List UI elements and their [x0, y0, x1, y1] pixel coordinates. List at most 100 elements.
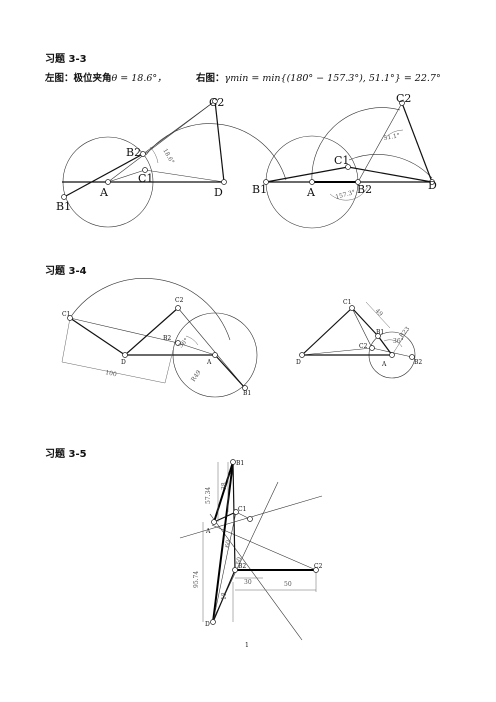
- locus-arc: [348, 154, 433, 179]
- dim-length: 100: [105, 369, 118, 378]
- label-a: A: [99, 186, 109, 199]
- link-c1-b2: [69, 317, 179, 344]
- joint-d: [122, 352, 128, 358]
- joint-a: [211, 519, 217, 525]
- joint-a: [309, 179, 315, 185]
- caption-right-prefix: 右图：: [196, 73, 225, 84]
- link-b1-c2: [63, 153, 144, 198]
- label-c2: C2: [314, 563, 323, 570]
- joint-d: [299, 352, 305, 358]
- link-c1-b1: [351, 307, 379, 337]
- label-b1: B1: [243, 390, 251, 397]
- caption-left-prefix: 左图：极位夹角: [45, 73, 112, 84]
- joint-b2: [140, 151, 146, 157]
- caption-left: 左图：极位夹角θ = 18.6°，: [45, 70, 167, 84]
- link-c1-d: [144, 169, 225, 183]
- joint-d: [221, 179, 227, 185]
- label-b2: B2: [238, 563, 246, 570]
- label-a: A: [381, 361, 387, 368]
- joint-c2: [313, 567, 319, 573]
- link-d-b2: [212, 569, 236, 623]
- dim-49-line: [365, 301, 391, 329]
- dim-top: 49: [374, 307, 384, 317]
- joint-c2: [399, 100, 405, 106]
- link-b1-c1: [265, 166, 349, 183]
- label-b2: B2: [126, 146, 141, 159]
- angle-value: 36°: [393, 338, 404, 345]
- dim-d3: 60: [224, 539, 232, 548]
- label-c2: C2: [209, 96, 224, 109]
- label-b2: B2: [357, 183, 372, 196]
- dim-d7: 50: [284, 581, 292, 588]
- dim-r23-line: [391, 329, 409, 356]
- angle-arc: [383, 339, 403, 348]
- dim-d5: 50: [235, 556, 243, 565]
- link-d-c1: [212, 511, 237, 623]
- label-d: D: [121, 359, 126, 366]
- joint-a: [105, 179, 111, 185]
- link-d-c2: [124, 307, 179, 356]
- link-c2-b1: [177, 307, 246, 389]
- caption-left-formula: θ = 18.6°，: [111, 73, 167, 84]
- label-c2: C2: [175, 297, 184, 304]
- label-c2: C2: [359, 343, 368, 350]
- caption-right-formula: γmin = min{(180° − 157.3°), 51.1°} = 22.…: [224, 73, 441, 84]
- link-c1-c2: [351, 307, 373, 349]
- section-title-3-3: 习题 3-3: [45, 54, 87, 65]
- locus-arc: [69, 278, 231, 341]
- label-c1: C1: [238, 506, 246, 513]
- dim-d8: 18: [221, 592, 228, 600]
- joint-c1: [142, 167, 148, 173]
- link-b2-c2: [357, 102, 403, 183]
- label-a: A: [205, 528, 211, 535]
- label-c2: C2: [396, 92, 411, 105]
- joint-b2: [409, 354, 415, 360]
- link-c2-d: [401, 102, 433, 183]
- joint-c2: [212, 98, 218, 104]
- angle-arc: [149, 146, 159, 164]
- joint-c1: [345, 164, 351, 170]
- label-d: D: [428, 179, 437, 192]
- joint-b1: [263, 179, 269, 185]
- construction-line-2: [209, 513, 303, 641]
- joint-b2: [232, 567, 238, 573]
- joint-d: [210, 619, 216, 625]
- label-b1: B1: [56, 200, 71, 213]
- joint-b2: [175, 340, 181, 346]
- caption-right: 右图：γmin = min{(180° − 157.3°), 51.1°} = …: [196, 70, 441, 84]
- joint-a: [212, 352, 218, 358]
- label-b1: B1: [252, 183, 267, 196]
- label-b1: B1: [236, 460, 244, 467]
- link-d-c2: [301, 347, 373, 356]
- label-b1: B1: [376, 329, 384, 336]
- angle-bottom-value: 157.3°: [335, 189, 356, 201]
- label-d: D: [205, 621, 210, 628]
- dim-d6: 30: [244, 579, 252, 586]
- section-title-3-5: 习题 3-5: [45, 449, 87, 460]
- label-a: A: [206, 359, 212, 366]
- joint-b1: [230, 459, 236, 465]
- label-c1: C1: [138, 172, 153, 185]
- label-c1: C1: [343, 299, 351, 306]
- label-a: A: [306, 186, 316, 199]
- construction-line-4: [211, 524, 317, 571]
- joint-a: [389, 352, 395, 358]
- label-b2: B2: [414, 359, 422, 366]
- joint-b1: [375, 333, 381, 339]
- angle-arc: [185, 335, 199, 346]
- link-c1-d: [347, 166, 433, 183]
- joint-c1: [349, 305, 355, 311]
- upper-arc: [311, 107, 401, 183]
- link-a-b1: [213, 461, 234, 523]
- dim-100-ext1: [61, 317, 71, 363]
- label-d: D: [296, 359, 301, 366]
- label-d: D: [214, 186, 223, 199]
- link-d-c1: [301, 307, 353, 356]
- dim-d4: 95.74: [193, 571, 200, 588]
- joint-c2: [369, 345, 375, 351]
- joint-c1: [67, 315, 73, 321]
- label-c1: C1: [334, 154, 349, 167]
